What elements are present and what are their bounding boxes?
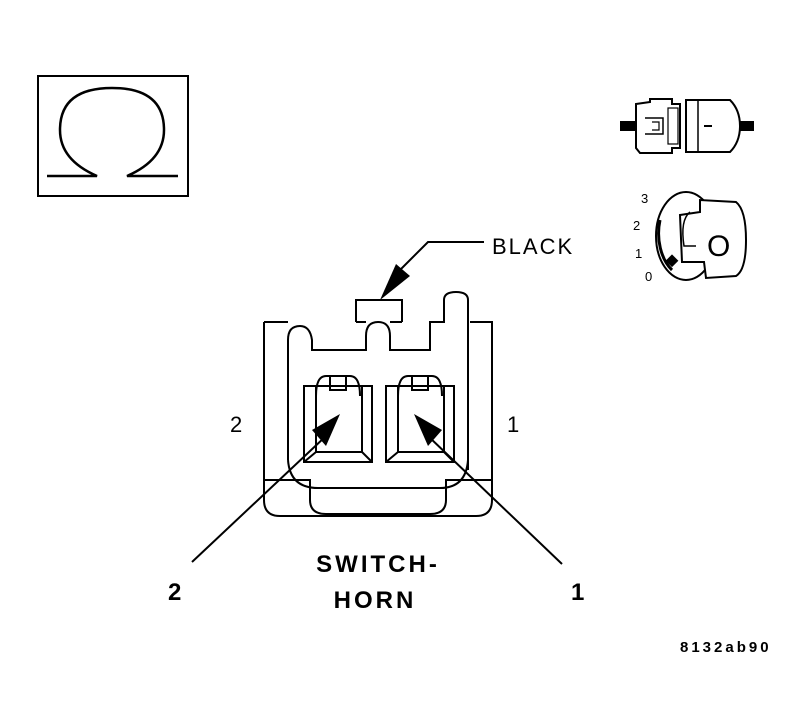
key-position-1: 1: [635, 246, 642, 261]
connector-color-callout: BLACK: [380, 234, 574, 300]
cavity-number-left: 2: [230, 412, 242, 437]
pin-callout-right: 1: [571, 579, 587, 606]
component-name-line2: HORN: [334, 587, 417, 614]
ignition-key-off-icon: 3 2 1 0 O: [633, 191, 748, 284]
connector-color-label: BLACK: [492, 234, 574, 259]
key-position-2: 2: [633, 218, 640, 233]
connector-disconnected-icon: [620, 98, 754, 154]
terminal-cavity-left: [303, 375, 373, 463]
connector-body: [263, 290, 493, 517]
key-face-text: O: [707, 230, 730, 263]
terminal-cavity-right: [385, 375, 455, 463]
pin-callout-left: 2: [168, 579, 184, 606]
key-position-3: 3: [641, 191, 648, 206]
key-position-0: 0: [645, 269, 652, 284]
pin-callout-right-leader: [414, 414, 563, 565]
cavity-number-right: 1: [507, 412, 519, 437]
ohm-symbol-icon: [37, 75, 189, 197]
pin-callout-left-leader: [191, 414, 340, 563]
component-name-line1: SWITCH-: [316, 551, 440, 578]
figure-id: 8132ab90: [680, 639, 772, 656]
